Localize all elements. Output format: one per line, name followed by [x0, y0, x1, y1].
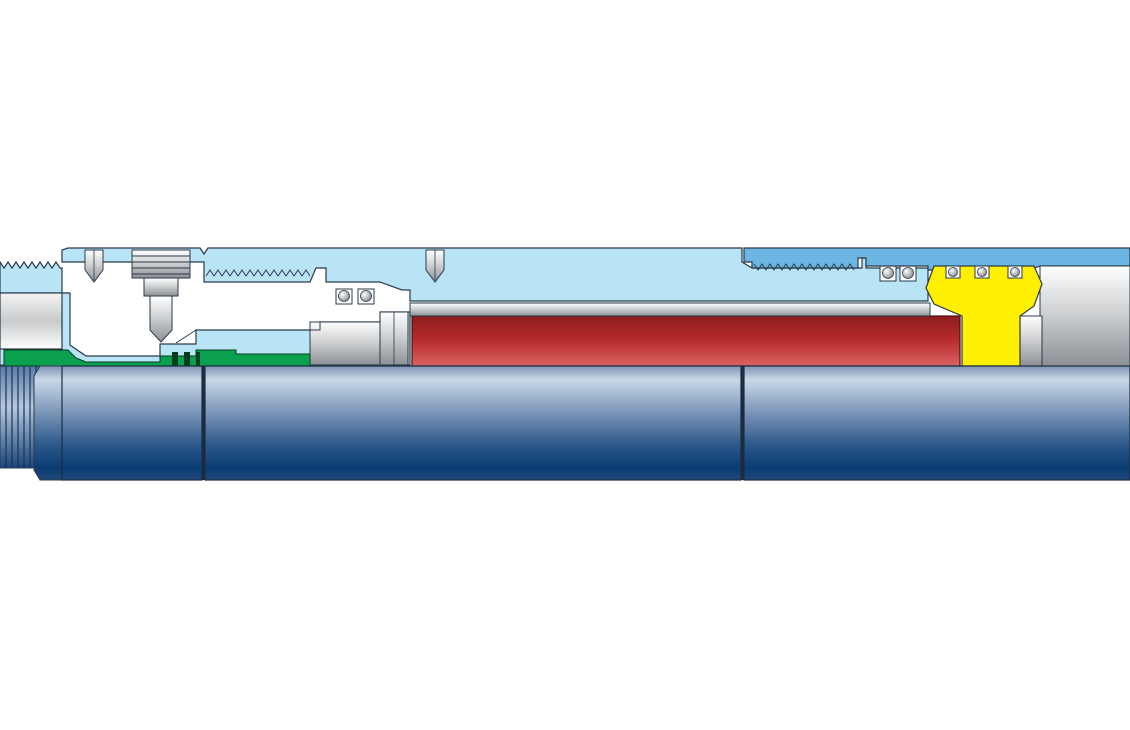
mandrel-icon	[33, 365, 1130, 481]
o-ring-icon	[882, 267, 894, 279]
setting-pin	[131, 249, 191, 343]
top-sub	[61, 247, 929, 366]
seal-ring	[925, 265, 1043, 367]
o-ring-icon	[977, 267, 987, 277]
screw-icon	[84, 249, 104, 283]
screw-icon	[425, 249, 445, 283]
o-ring-icon	[902, 267, 914, 279]
packing-element	[409, 302, 961, 367]
o-ring-icon	[360, 290, 372, 302]
o-ring-seals	[335, 265, 917, 305]
ring-icon	[172, 352, 200, 366]
lock-ring	[3, 349, 311, 367]
o-ring-icon	[948, 267, 958, 277]
o-ring-icon	[1010, 267, 1020, 277]
element-icon	[411, 315, 961, 367]
upper-housing	[743, 247, 1130, 367]
pin-icon	[131, 249, 191, 343]
o-ring-icon	[338, 290, 350, 302]
mandrel	[33, 365, 1130, 481]
shear-screws	[84, 249, 445, 283]
